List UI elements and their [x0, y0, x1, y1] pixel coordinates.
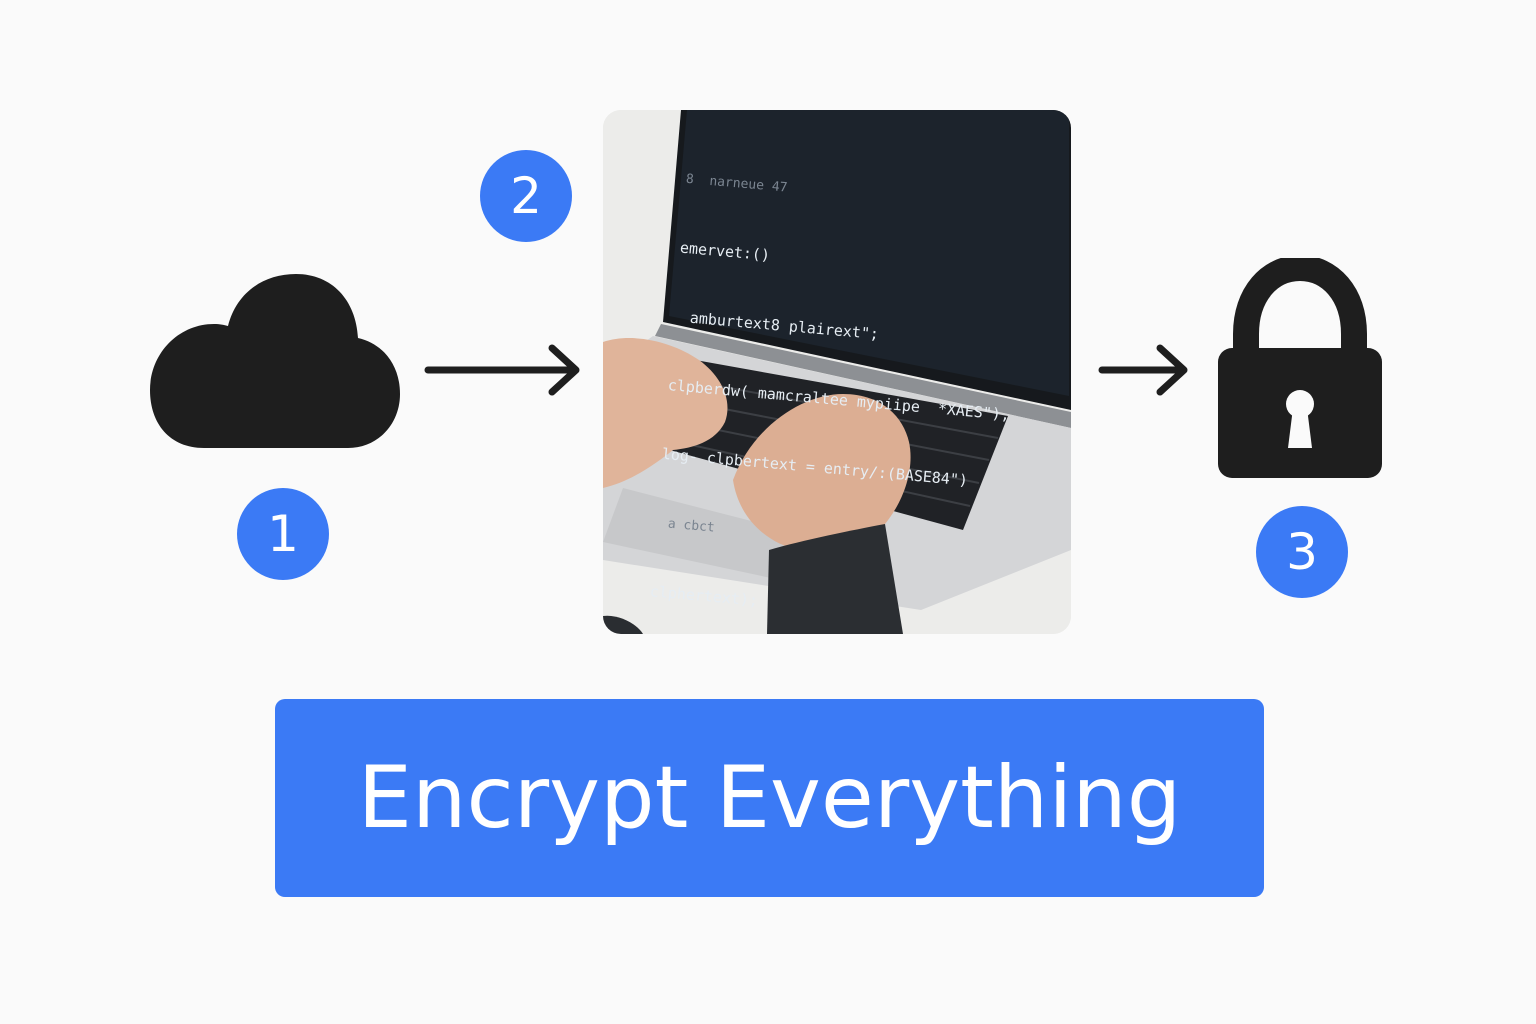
laptop-photo: 8 narneue 47 emervet:() amburtext8 plair…	[603, 110, 1071, 634]
step-1-badge: 1	[237, 488, 329, 580]
screen-code: 8 narneue 47 emervet:() amburtext8 plair…	[633, 122, 1050, 634]
arrow-right-icon	[1098, 344, 1192, 396]
arrow-right-icon	[424, 344, 584, 396]
step-2-badge: 2	[480, 150, 572, 242]
cloud-icon	[148, 272, 402, 450]
code-line: clphertext);	[649, 582, 759, 610]
encrypt-everything-banner: Encrypt Everything	[275, 699, 1264, 897]
code-line: amburtext8 plairext";	[689, 308, 880, 344]
code-line: clpberdw( mamcraltee mypiipe *XAES"),	[667, 376, 1011, 424]
code-line: emervet:()	[679, 238, 771, 265]
code-line: 8 narneue 47	[685, 171, 789, 196]
laptop-illustration	[603, 110, 1071, 634]
code-line: log- clpbertext = entry/:(BASE84")	[661, 444, 969, 490]
padlock-icon	[1216, 254, 1384, 480]
code-line: a cbct	[667, 516, 716, 536]
step-3-badge: 3	[1256, 506, 1348, 598]
cloud-icon-graphic	[150, 274, 400, 448]
